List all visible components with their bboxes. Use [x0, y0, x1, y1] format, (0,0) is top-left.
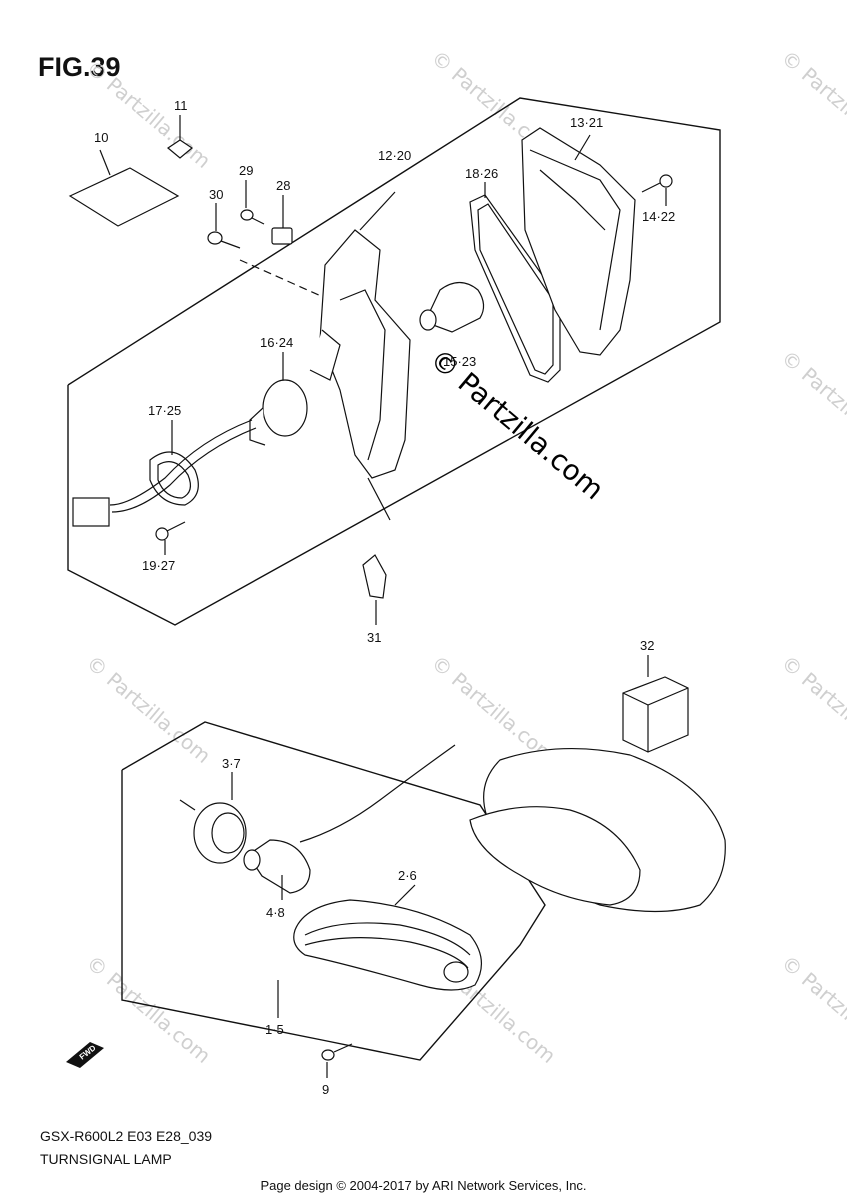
- callout-16-24: 16·24: [260, 335, 293, 350]
- model-code: GSX-R600L2 E03 E28_039: [40, 1128, 213, 1144]
- callout-29: 29: [239, 163, 253, 178]
- callout-3-7: 3·7: [222, 756, 241, 771]
- part-11-pad: [166, 115, 194, 159]
- callout-4-8: 4·8: [266, 905, 285, 920]
- callout-labels: 10 11 29 28 30 12·20 18·26 13·21 14·22 1…: [94, 98, 675, 1097]
- callout-30: 30: [209, 187, 223, 202]
- exploded-parts-diagram: © Partzilla.com © Partzilla.com © Partzi…: [66, 45, 847, 1097]
- part-15-23-bulb: [419, 281, 485, 333]
- callout-28: 28: [276, 178, 290, 193]
- part-17-25-grommet-harness: [72, 419, 257, 527]
- part-32-relay: [622, 655, 689, 753]
- part-3-7-socket: [179, 772, 247, 864]
- callout-14-22: 14·22: [642, 209, 675, 224]
- part-4-8-bulb: [243, 839, 311, 900]
- part-9-screw: [321, 1043, 353, 1078]
- figure-title: FIG.39: [38, 52, 121, 82]
- callout-12-20: 12·20: [378, 148, 411, 163]
- watermark-layer: © Partzilla.com © Partzilla.com © Partzi…: [82, 45, 847, 1068]
- watermark: © Partzilla.com: [777, 950, 847, 1068]
- part-group-name: TURNSIGNAL LAMP: [40, 1151, 172, 1167]
- callout-11: 11: [174, 98, 188, 113]
- callout-9: 9: [322, 1082, 329, 1097]
- part-28-clip: [271, 195, 293, 245]
- watermark: © Partzilla.com: [82, 950, 216, 1068]
- part-18-26-gasket: [469, 182, 561, 383]
- watermark: © Partzilla.com: [82, 650, 216, 768]
- callout-2-6: 2·6: [398, 868, 417, 883]
- callout-15-23: 15·23: [443, 354, 476, 369]
- upper-assembly-box: [67, 97, 721, 626]
- part-14-22-screw: [641, 174, 673, 206]
- part-31-clip: [362, 554, 387, 625]
- page-footer: Page design © 2004-2017 by ARI Network S…: [260, 1178, 587, 1193]
- part-16-24-socket: [249, 352, 308, 446]
- callout-1-5: 1·5: [265, 1022, 284, 1037]
- callout-31: 31: [367, 630, 381, 645]
- part-13-21-lens: [521, 127, 636, 356]
- callout-32: 32: [640, 638, 654, 653]
- part-10-label-sheet: [68, 149, 180, 227]
- part-2-6-lens: [293, 884, 482, 991]
- part-30-screw: [207, 203, 331, 301]
- fwd-arrow-icon: FWD: [66, 1042, 104, 1068]
- callout-18-26: 18·26: [465, 166, 498, 181]
- callout-13-21: 13·21: [570, 115, 603, 130]
- callout-17-25: 17·25: [148, 403, 181, 418]
- watermark: © Partzilla.com: [777, 345, 847, 463]
- callout-19-27: 19·27: [142, 558, 175, 573]
- lower-assembly-box: [121, 721, 546, 1061]
- watermark: © Partzilla.com: [777, 650, 847, 768]
- callout-10: 10: [94, 130, 108, 145]
- mirror-housing: [299, 744, 726, 913]
- part-19-27-screw: [155, 521, 186, 555]
- watermark: © Partzilla.com: [777, 45, 847, 163]
- part-12-20-housing: [309, 191, 411, 521]
- part-29-screw: [240, 180, 265, 225]
